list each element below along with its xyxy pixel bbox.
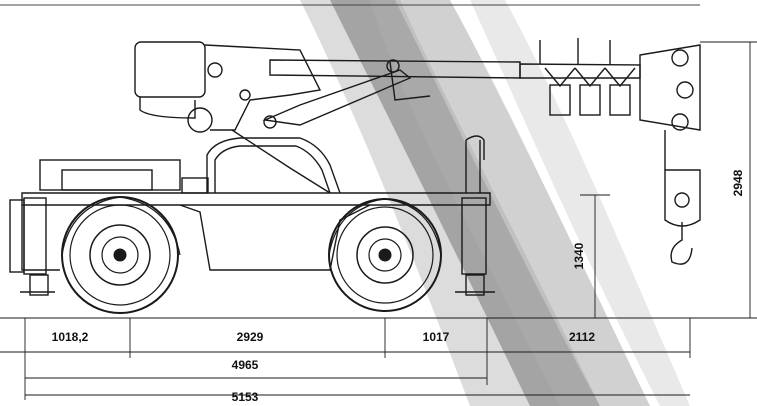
sheave-block-b <box>579 84 601 116</box>
chassis-rear-end <box>21 205 60 271</box>
boom-cable <box>231 129 331 194</box>
rear-cab-window <box>61 169 153 191</box>
front-wheel <box>328 198 442 312</box>
chassis-belly <box>179 204 371 271</box>
rear-wheel <box>61 196 181 314</box>
dim-rear-overhang: 1017 <box>423 330 450 344</box>
rear-outrigger-left <box>23 197 47 275</box>
crane-carrier <box>9 135 495 296</box>
dim-wheelbase: 2929 <box>237 330 264 344</box>
boom-pivot <box>386 59 400 73</box>
turret-pin-a <box>239 89 251 101</box>
boom-head-sheave-mid <box>676 81 694 99</box>
dim-hook-overhang: 2112 <box>569 330 595 344</box>
sheave-block-a <box>549 84 571 116</box>
boom-head-sheave-top <box>671 49 689 67</box>
lift-cylinder <box>262 69 412 126</box>
dimension-lines <box>0 41 757 400</box>
background-swoosh <box>300 0 690 406</box>
boom-guide-posts <box>539 38 611 64</box>
dim-axle-height: 1340 <box>572 242 586 269</box>
rear-outrigger-pad <box>29 274 49 296</box>
rear-cab-frame <box>39 159 181 191</box>
dim-front-overhang: 1018,2 <box>52 330 89 344</box>
cab-inner <box>214 145 331 194</box>
dim-length: 4965 <box>232 358 259 372</box>
front-outrigger <box>461 197 487 275</box>
turret-pivot <box>207 62 223 78</box>
hook-block <box>664 130 701 265</box>
boom-head-sheave-bottom <box>671 113 689 131</box>
front-handrail <box>465 135 485 193</box>
cab-outline <box>206 137 341 194</box>
control-box <box>181 177 209 194</box>
boom-bracket <box>389 61 431 101</box>
dim-total-height: 2948 <box>731 169 745 196</box>
turret-housing <box>204 44 322 131</box>
boom-head <box>639 44 701 131</box>
boom-extension-links <box>544 67 636 88</box>
dim-total-length: 5153 <box>232 390 259 404</box>
counterweight <box>139 97 196 119</box>
crane-superstructure <box>134 38 701 194</box>
sheave-block-c <box>609 84 631 116</box>
chassis-top-rail <box>21 192 491 206</box>
dimension-labels: 1018,2 2929 1017 2112 4965 5153 1340 294… <box>52 169 745 404</box>
front-outrigger-pad <box>465 274 485 296</box>
slew-drum <box>187 107 213 133</box>
winch-drum-housing <box>134 41 206 98</box>
